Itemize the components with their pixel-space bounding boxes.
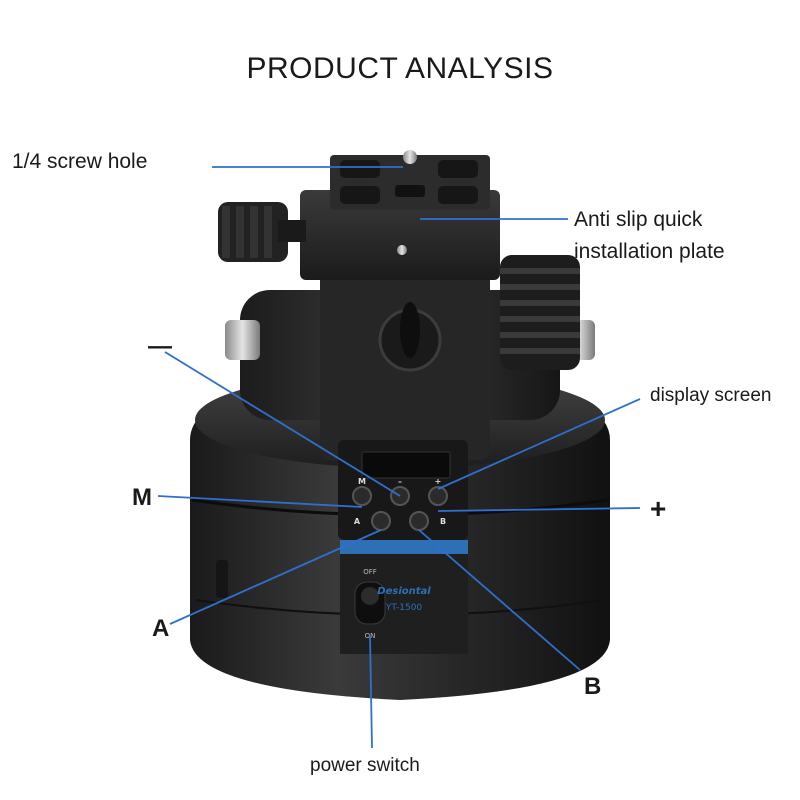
model-number: YT-1500 — [385, 603, 423, 613]
callout-screw-hole: 1/4 screw hole — [12, 150, 148, 173]
switch-off-label: OFF — [363, 568, 377, 576]
line-minus — [164, 351, 401, 497]
callout-plus: + — [650, 493, 667, 524]
button-m-label: M — [358, 477, 366, 486]
line-m — [157, 495, 363, 508]
button-m[interactable]: M — [352, 477, 372, 506]
button-plus[interactable]: + — [428, 477, 448, 506]
button-plus-label: + — [435, 477, 442, 486]
accent-band — [340, 540, 468, 554]
lcd-display — [361, 451, 451, 479]
callout-m: M — [132, 484, 152, 511]
button-b-label: B — [440, 517, 446, 526]
callout-anti-slip-plate: Anti slip quick installation plate — [574, 204, 725, 268]
line-a — [169, 529, 382, 625]
button-a-label: A — [354, 517, 361, 526]
callout-display-screen: display screen — [650, 385, 772, 406]
line-power — [369, 635, 373, 749]
page-title: PRODUCT ANALYSIS — [246, 52, 554, 85]
callout-power-switch: power switch — [310, 755, 420, 776]
quick-release-plate — [218, 150, 500, 280]
callout-a: A — [152, 615, 170, 642]
brand-name: Desiontal — [377, 586, 431, 597]
button-minus-label: – — [398, 477, 402, 486]
line-plus — [437, 507, 641, 512]
callout-b: B — [584, 673, 602, 700]
callout-minus: — — [148, 333, 172, 360]
callout-anti-slip-line2: installation plate — [574, 240, 725, 263]
pan-tilt-head — [225, 255, 595, 460]
callout-anti-slip-line1: Anti slip quick — [574, 208, 703, 231]
front-face — [340, 554, 468, 654]
callout-lines — [157, 166, 641, 749]
line-b — [418, 529, 581, 671]
line-display — [437, 398, 641, 490]
power-switch-knob — [361, 587, 379, 605]
